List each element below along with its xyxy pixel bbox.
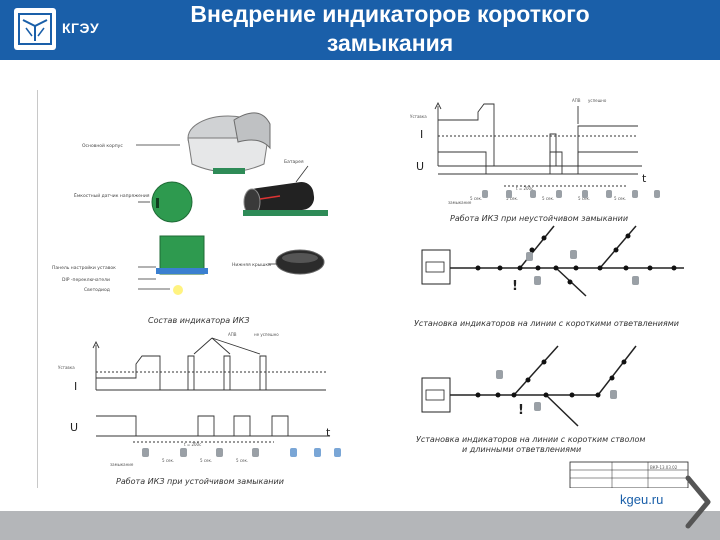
label-panel: Панель настройки уставок [52, 264, 116, 271]
stable-setpoint-label: Уставка [58, 365, 75, 370]
title-block: ВКР-13.03.02 [569, 461, 689, 489]
footer-bar [0, 511, 720, 540]
unstable-pulse-5: 5 сек. [614, 196, 626, 201]
stable-arc-label: АПВ [228, 332, 237, 337]
stable-pulse-3: 5 сек. [236, 458, 248, 463]
stable-fault-diagram [92, 337, 330, 443]
stable-pulse-1: 5 сек. [162, 458, 174, 463]
unstable-setpoint-label: Уставка [410, 114, 427, 119]
title-line-2: замыкания [326, 30, 454, 56]
title-line-1: Внедрение индикаторов короткого [190, 1, 590, 27]
short-branches-caption: Установка индикаторов на линии с коротки… [414, 319, 679, 328]
label-housing: Основной корпус [82, 142, 123, 149]
composition-caption: Состав индикатора ИКЗ [148, 316, 249, 325]
unstable-pulse-3: 5 сек. [542, 196, 554, 201]
cover-image [275, 249, 325, 275]
unstable-pulse-2: 5 сек. [506, 196, 518, 201]
stable-t-label: t [326, 426, 331, 439]
stable-failed-label: не успешно [254, 332, 279, 337]
title-block-code: ВКР-13.03.02 [650, 465, 678, 470]
indicator-composition: Основной корпус Ёмкостный датчик напряже… [52, 112, 328, 325]
stable-indicator-icons [142, 448, 341, 457]
unstable-fault-caption: Работа ИКЗ при неустойчивом замыкании [450, 214, 628, 223]
page-title: Внедрение индикаторов короткого замыкани… [130, 0, 650, 58]
unstable-arc-label: АПВ [572, 98, 581, 103]
unstable-fault-diagram [434, 101, 642, 187]
label-battery: Батарея [284, 159, 304, 165]
unstable-success-label: успешно [588, 98, 607, 103]
label-dip: DIP -переключатели [62, 277, 110, 283]
long-branches-diagram: ! Установка индикаторов на линии с корот… [416, 345, 645, 454]
stable-interval-label: t = 200с [184, 442, 201, 447]
stable-u-label: U [70, 421, 78, 434]
battery-image [243, 181, 328, 217]
stable-i-label: I [74, 380, 77, 393]
unstable-u-label: U [416, 160, 424, 173]
kgeu-logo-icon [14, 8, 56, 50]
unstable-t-label: t [642, 172, 647, 185]
svg-text:!: ! [512, 279, 518, 294]
svg-text:!: ! [518, 403, 524, 418]
unstable-indicator-icons [482, 190, 660, 198]
stable-fault-caption: Работа ИКЗ при устойчивом замыкании [116, 477, 284, 486]
label-sensor: Ёмкостный датчик напряжения [74, 192, 150, 199]
stable-fault-label: замыкание [110, 462, 134, 467]
label-led: Светодиод [84, 287, 110, 293]
long-branches-caption-1: Установка индикаторов на линии с коротки… [416, 435, 645, 444]
slide-figure: Основной корпус Ёмкостный датчик напряже… [37, 90, 689, 489]
stable-pulse-2: 5 сек. [200, 458, 212, 463]
unstable-interval-label: t = 200с [516, 186, 533, 191]
short-branches-diagram: ! Установка индикаторов на линии с корот… [414, 225, 684, 328]
unstable-pulse-4: 5 сек. [578, 196, 590, 201]
unstable-pulse-1: 5 сек. [470, 196, 482, 201]
sensor-image [151, 181, 193, 223]
header-bar: КГЭУ Внедрение индикаторов короткого зам… [0, 0, 720, 60]
panel-image [156, 235, 208, 295]
long-branches-caption-2: и длинными ответвлениями [462, 445, 581, 454]
logo-text: КГЭУ [62, 20, 100, 36]
unstable-fault-label: замыкание [448, 200, 472, 205]
label-cover: Нижняя крышка [232, 262, 271, 268]
site-link[interactable]: kgeu.ru [620, 492, 664, 507]
chevron-right-icon [685, 475, 711, 529]
housing-image [187, 112, 271, 174]
unstable-i-label: I [420, 128, 423, 141]
